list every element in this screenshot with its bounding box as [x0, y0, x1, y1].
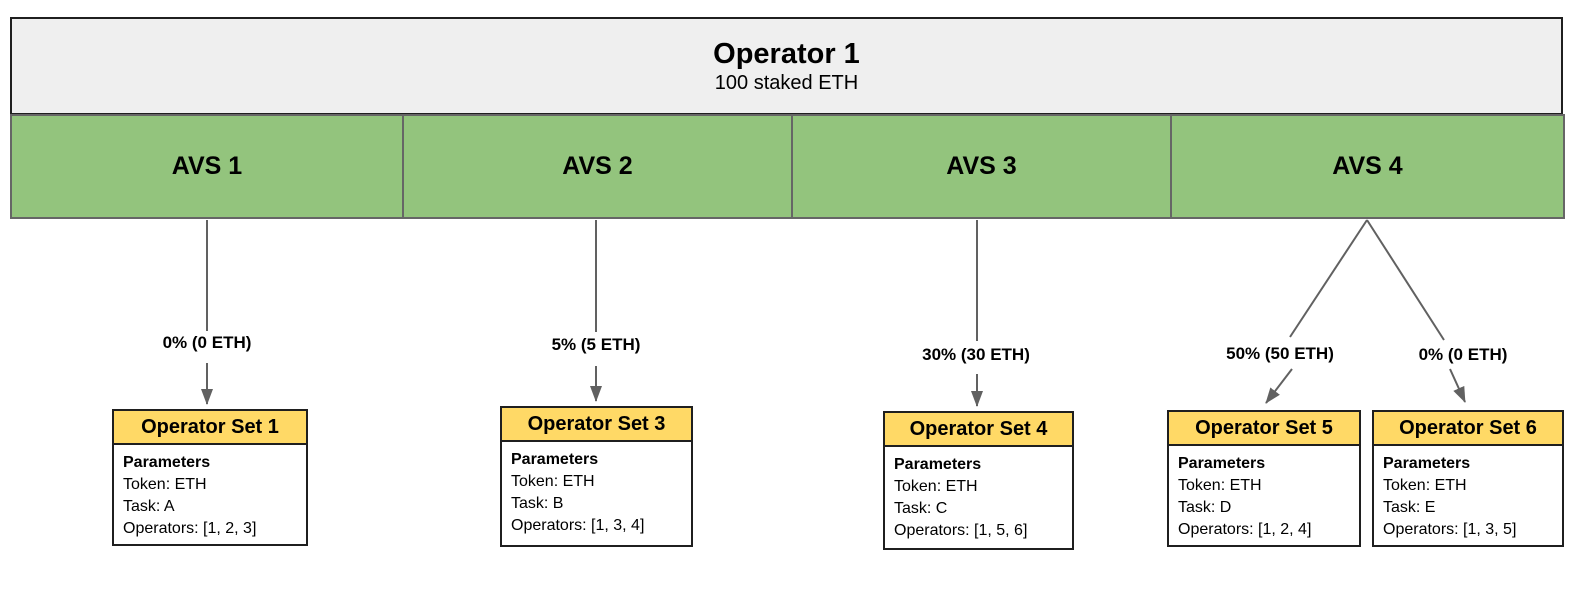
parameters-heading: Parameters [1178, 455, 1266, 472]
avs-section-2: AVS 2 [404, 116, 793, 217]
param-operators: Operators: [1, 3, 5] [1383, 521, 1517, 538]
arrow-avs4-right-lower [1449, 368, 1466, 403]
operator-set-title: Operator Set 1 [114, 411, 306, 445]
param-task: Task: B [511, 495, 564, 512]
parameters-heading: Parameters [894, 456, 982, 473]
allocation-label-avs1: 0% (0 ETH) [162, 333, 252, 352]
operator-set-title: Operator Set 6 [1374, 412, 1562, 446]
operator-set-card-6: Operator Set 6 Parameters Token: ETH Tas… [1372, 410, 1564, 547]
operator-set-title: Operator Set 5 [1169, 412, 1359, 446]
operator-set-parameters: Parameters Token: ETH Task: C Operators:… [885, 447, 1072, 542]
arrow-avs4-left-lower [1265, 368, 1293, 404]
avs-section-3: AVS 3 [793, 116, 1172, 217]
operator-set-title: Operator Set 3 [502, 408, 691, 442]
operator-set-parameters: Parameters Token: ETH Task: B Operators:… [502, 442, 691, 537]
param-token: Token: ETH [1383, 477, 1467, 494]
allocation-label-avs4-right: 0% (0 ETH) [1418, 345, 1508, 364]
param-task: Task: E [1383, 499, 1436, 516]
operator-set-card-4: Operator Set 4 Parameters Token: ETH Tas… [883, 411, 1074, 550]
param-token: Token: ETH [1178, 477, 1262, 494]
param-task: Task: C [894, 500, 948, 517]
operator-set-parameters: Parameters Token: ETH Task: D Operators:… [1169, 446, 1359, 541]
operator-title: Operator 1 [713, 38, 860, 70]
operator-set-parameters: Parameters Token: ETH Task: E Operators:… [1374, 446, 1562, 541]
operator-set-card-3: Operator Set 3 Parameters Token: ETH Tas… [500, 406, 693, 547]
param-token: Token: ETH [511, 473, 595, 490]
parameters-heading: Parameters [123, 454, 211, 471]
param-task: Task: D [1178, 499, 1232, 516]
param-token: Token: ETH [894, 478, 978, 495]
avs-band: AVS 1 AVS 2 AVS 3 AVS 4 [10, 114, 1565, 219]
operator-subtitle: 100 staked ETH [714, 72, 859, 94]
avs-section-1: AVS 1 [12, 116, 404, 217]
allocation-label-avs4-left: 50% (50 ETH) [1226, 344, 1334, 363]
allocation-label-avs3: 30% (30 ETH) [922, 345, 1030, 364]
param-operators: Operators: [1, 5, 6] [894, 522, 1028, 539]
operator-set-parameters: Parameters Token: ETH Task: A Operators:… [114, 445, 306, 540]
param-operators: Operators: [1, 2, 4] [1178, 521, 1312, 538]
parameters-heading: Parameters [1383, 455, 1471, 472]
param-token: Token: ETH [123, 476, 207, 493]
allocation-label-avs2: 5% (5 ETH) [551, 335, 641, 354]
avs-section-4: AVS 4 [1332, 152, 1403, 180]
operator-box: Operator 1 100 staked ETH [10, 17, 1563, 115]
param-operators: Operators: [1, 3, 4] [511, 517, 645, 534]
operator-set-title: Operator Set 4 [885, 413, 1072, 447]
arrow-avs4-left-upper [1289, 219, 1368, 338]
param-operators: Operators: [1, 2, 3] [123, 520, 257, 537]
param-task: Task: A [123, 498, 175, 515]
arrow-avs4-right-upper [1366, 219, 1445, 341]
operator-set-card-1: Operator Set 1 Parameters Token: ETH Tas… [112, 409, 308, 546]
parameters-heading: Parameters [511, 451, 599, 468]
operator-set-card-5: Operator Set 5 Parameters Token: ETH Tas… [1167, 410, 1361, 547]
